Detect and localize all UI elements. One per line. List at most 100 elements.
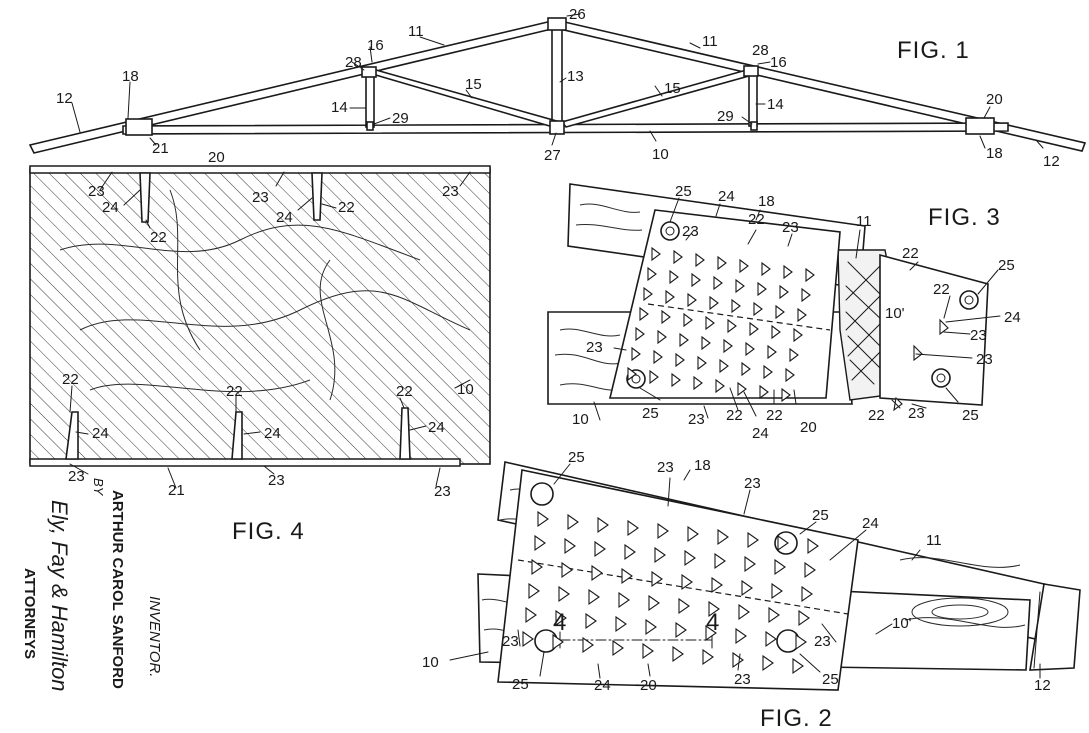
plate-tooth <box>675 352 685 368</box>
plate-tooth <box>673 249 683 265</box>
plate-tooth <box>669 269 679 285</box>
plate-tooth <box>739 258 749 274</box>
plate-tooth <box>651 570 663 588</box>
fig4-label-prong-top-2: 24 <box>276 209 293 226</box>
plate-tooth <box>745 341 755 357</box>
plate-tooth <box>717 255 727 271</box>
fig2-tooth-grid <box>522 510 819 675</box>
plate-tooth <box>795 633 807 651</box>
plate-tooth <box>671 372 681 388</box>
plate-tooth <box>564 537 576 555</box>
fig2-label-hole-tl: 25 <box>568 449 585 466</box>
fig3-split-tooth <box>913 344 923 362</box>
plate-tooth <box>681 573 693 591</box>
plate-tooth <box>767 344 777 360</box>
plate-tooth <box>761 261 771 277</box>
plate-tooth <box>687 292 697 308</box>
plate-tooth <box>582 636 594 654</box>
plate-tooth <box>727 318 737 334</box>
plate-tooth <box>675 621 687 639</box>
plate-tooth <box>753 301 763 317</box>
plate-tooth <box>537 510 549 528</box>
plate-tooth <box>713 275 723 291</box>
plate-tooth <box>585 612 597 630</box>
plate-tooth <box>621 567 633 585</box>
fig3-label-bar-f: 22 <box>868 407 885 424</box>
label-strut-left: 14 <box>331 99 348 116</box>
plate-tooth <box>779 284 789 300</box>
fig3-label-tooth-d: 23 <box>976 351 993 368</box>
plate-tooth <box>774 558 786 576</box>
fig2-label-hole-bl: 25 <box>512 676 529 693</box>
label-heel-plate-left: 21 <box>152 140 169 157</box>
fig2-label-plate: 20 <box>640 677 657 694</box>
plate-tooth <box>785 367 795 383</box>
plate-tooth <box>665 289 675 305</box>
fig4-label-bar-bot-1: 22 <box>62 371 79 388</box>
fig3-label-tooth-a: 23 <box>682 223 699 240</box>
plate-tooth <box>561 561 573 579</box>
heel-plate-right <box>965 117 995 135</box>
top-plate <box>29 165 491 174</box>
fig3-label-bar-e: 22 <box>766 407 783 424</box>
fig3-tooth-grid <box>627 246 815 403</box>
plate-tooth <box>723 338 733 354</box>
plate-tooth <box>567 513 579 531</box>
fig3-label-chord-bottom: 10 <box>572 411 589 428</box>
fig3-chord-split <box>879 253 989 406</box>
prong-bot-1 <box>65 411 79 460</box>
plate-tooth <box>797 307 807 323</box>
fig3-label-tooth-f: 23 <box>688 411 705 428</box>
plate-tooth <box>768 606 780 624</box>
plate-tooth <box>775 304 785 320</box>
plate-tooth <box>719 358 729 374</box>
plate-tooth <box>798 609 810 627</box>
plate-tooth <box>757 281 767 297</box>
plate-tooth <box>709 295 719 311</box>
plate-tooth <box>777 534 789 552</box>
plate-tooth <box>661 309 671 325</box>
clip-left <box>366 121 374 131</box>
plate-tooth <box>687 525 699 543</box>
strut-left <box>365 74 375 128</box>
plate-tooth <box>701 335 711 351</box>
fig4-label-tooth-top-2: 23 <box>252 189 269 206</box>
fig3-label-tooth-b: 23 <box>782 219 799 236</box>
fig4-label-prong-bot-1: 24 <box>92 425 109 442</box>
fig4-label-bar-bot-2: 22 <box>226 383 243 400</box>
label-plate-left: 16 <box>367 37 384 54</box>
label-pin-right: 28 <box>752 42 769 59</box>
plate-tooth <box>792 657 804 675</box>
plate-tooth <box>649 369 659 385</box>
plate-tooth <box>771 324 781 340</box>
fig1-caption: FIG. 1 <box>897 37 970 64</box>
plate-tooth <box>783 264 793 280</box>
label-heel-plate-right: 20 <box>986 91 1003 108</box>
fig2-knot <box>911 597 1009 627</box>
label-splice: 27 <box>544 147 561 164</box>
plate-tooth <box>732 651 744 669</box>
fig3-split-tooth <box>939 318 949 336</box>
label-bottom-chord: 10 <box>652 146 669 163</box>
fig2-label-tooth-d: 23 <box>814 633 831 650</box>
fig3-hole-tl <box>660 221 680 241</box>
fig3-split-tooth <box>893 396 903 412</box>
plate-tooth <box>597 516 609 534</box>
plate-tooth <box>657 522 669 540</box>
plate-tooth <box>528 582 540 600</box>
fig2-caption: FIG. 2 <box>760 705 833 732</box>
attorneys-label: ATTORNEYS <box>21 568 38 659</box>
plate-tooth <box>627 519 639 537</box>
fig2-label-heel: 18 <box>694 457 711 474</box>
label-clip-right: 29 <box>717 108 734 125</box>
label-strut-right: 14 <box>767 96 784 113</box>
plate-tooth <box>804 561 816 579</box>
prong-top-2 <box>311 172 323 221</box>
fig3-caption: FIG. 3 <box>928 204 1001 231</box>
apex-plate <box>547 17 567 31</box>
plate-tooth <box>615 615 627 633</box>
fig4-label-tooth-top-1: 23 <box>88 183 105 200</box>
fig4-caption: FIG. 4 <box>232 518 305 545</box>
king-post <box>551 26 563 128</box>
